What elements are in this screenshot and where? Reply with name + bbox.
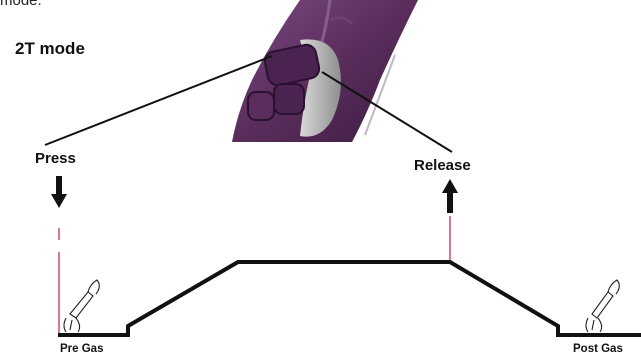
trigger-button-upper <box>263 43 321 87</box>
pre-gas-label: Pre Gas <box>60 343 104 355</box>
press-label: Press <box>35 150 76 167</box>
post-gas-torch-icon <box>585 279 620 333</box>
press-arrow-down-icon <box>51 176 67 208</box>
release-arrow-up-icon <box>442 179 458 213</box>
mode-title: 2T mode <box>15 39 85 58</box>
post-gas-label: Post Gas <box>573 343 623 355</box>
top-text-fragment: mode. <box>0 0 42 9</box>
pre-gas-torch-icon <box>63 279 100 333</box>
trigger-button-lower-right <box>247 91 275 121</box>
press-pointer-line <box>44 55 273 146</box>
trigger-button-lower-left <box>273 83 305 115</box>
torch-handle-image <box>232 0 418 142</box>
release-label: Release <box>414 157 471 174</box>
current-profile-line <box>58 260 641 337</box>
release-pointer-line <box>321 71 453 153</box>
